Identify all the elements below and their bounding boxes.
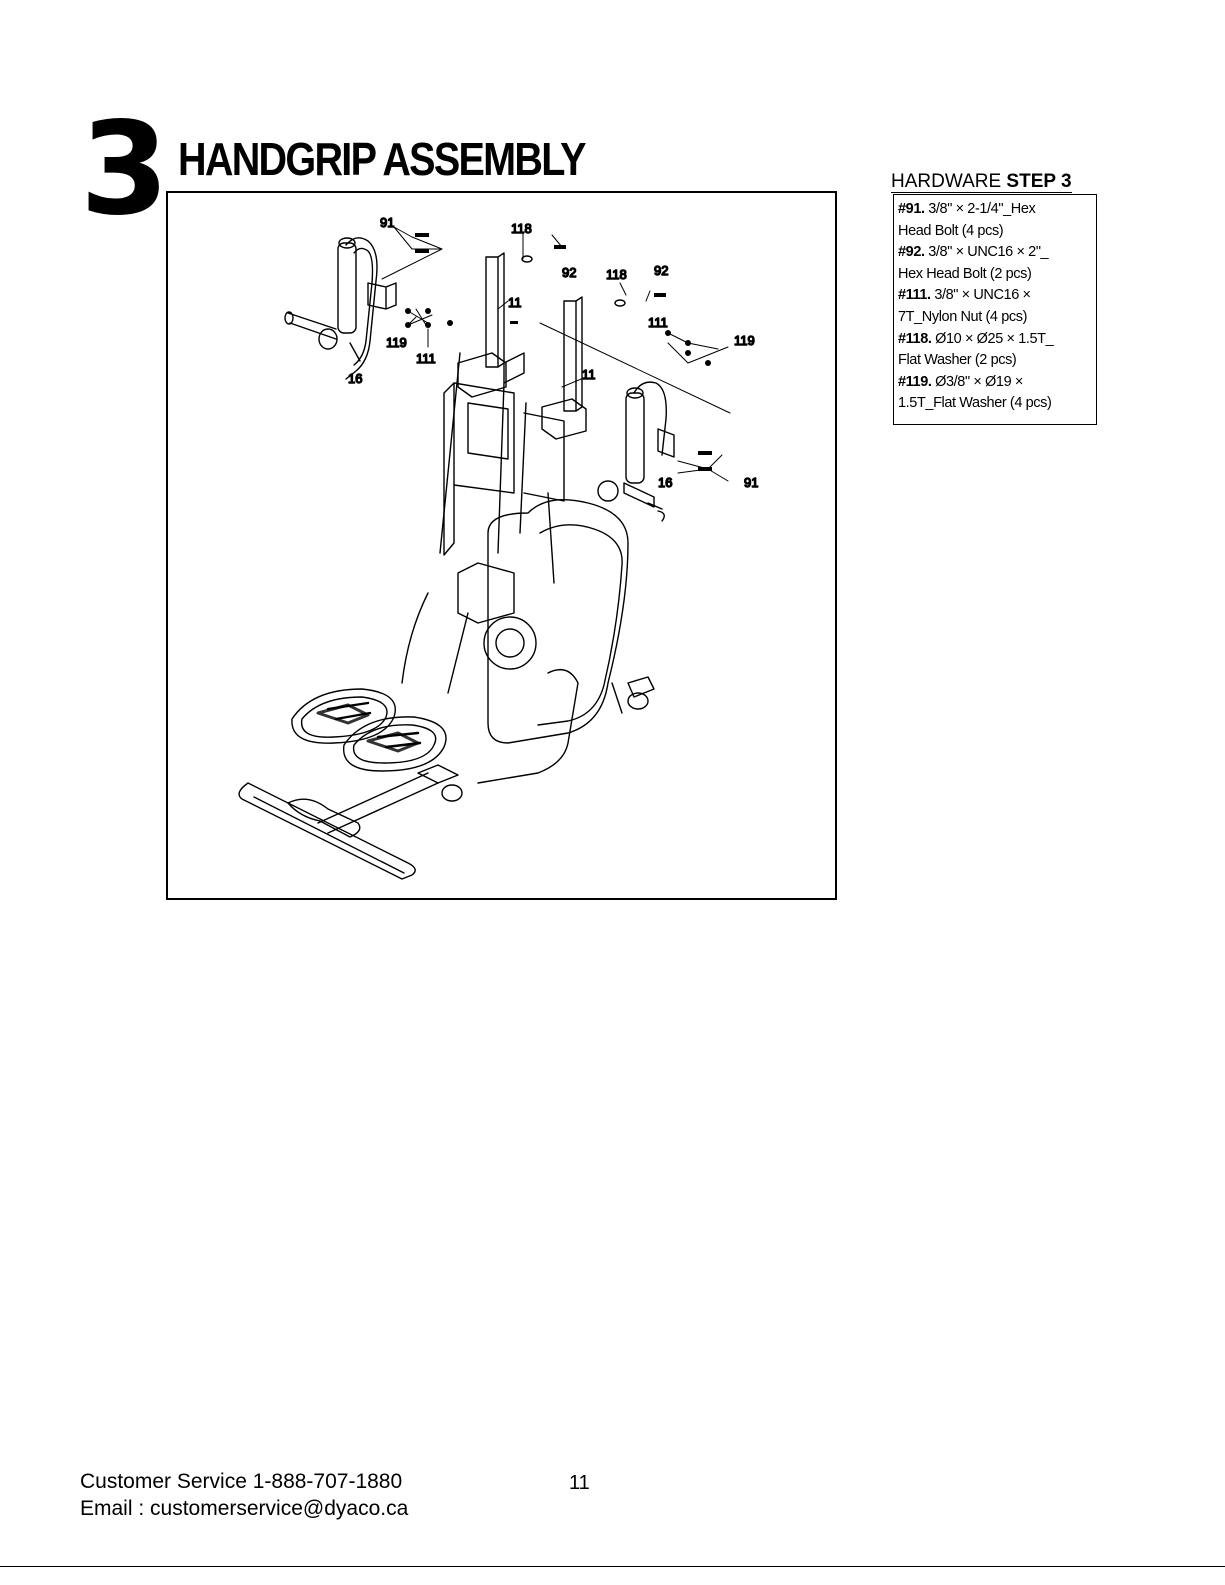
hardware-item: #119. Ø3/8" × Ø19 × 1.5T_Flat Washer (4 … (898, 372, 1092, 415)
hardware-item-description: Ø10 × Ø25 × 1.5T_ Flat Washer (2 pcs) (898, 330, 1054, 369)
step-number: 3 (80, 95, 169, 244)
bottom-rule (0, 1566, 1225, 1567)
upright-arm-parts (439, 252, 587, 584)
page-number: 11 (569, 1472, 590, 1494)
callout-92-left: 92 (562, 265, 576, 280)
step-title: HANDGRIP ASSEMBLY (178, 133, 586, 185)
callout-111-right: 111 (648, 315, 668, 330)
hardware-item: #118. Ø10 × Ø25 × 1.5T_ Flat Washer (2 p… (898, 329, 1092, 372)
hardware-item-number: #111. (898, 287, 931, 304)
callout-labels: 91 118 92 118 92 11 111 119 119 111 11 1… (347, 214, 759, 490)
pedals (291, 688, 447, 772)
hardware-item-description: 3/8" × UNC16 × 7T_Nylon Nut (4 pcs) (898, 287, 1031, 325)
hardware-item-description: 3/8" × 2-1/4"_Hex Head Bolt (4 pcs) (898, 201, 1036, 239)
callout-111-left: 111 (416, 351, 436, 366)
hardware-heading-prefix: HARDWARE (891, 171, 1002, 192)
hardware-marks (405, 233, 712, 471)
hardware-list: #91. 3/8" × 2-1/4"_Hex Head Bolt (4 pcs)… (893, 194, 1097, 425)
right-handgrip-part (597, 381, 675, 522)
callout-92-right: 92 (654, 263, 668, 278)
customer-service-line: Customer Service 1-888-707-1880 (80, 1470, 403, 1493)
email-line: Email : customerservice@dyaco.ca (80, 1497, 409, 1520)
callout-118-right: 118 (606, 267, 627, 282)
hardware-item-description: Ø3/8" × Ø19 × 1.5T_Flat Washer (4 pcs) (898, 373, 1052, 412)
hardware-item-number: #118. (898, 330, 932, 347)
left-handgrip-part (284, 237, 397, 380)
assembly-figure: 91 118 92 118 92 11 111 119 119 111 11 1… (166, 191, 837, 900)
hardware-item: #111. 3/8" × UNC16 × 7T_Nylon Nut (4 pcs… (898, 285, 1092, 328)
hardware-item: #92. 3/8" × UNC16 × 2"_ Hex Head Bolt (2… (898, 242, 1092, 285)
stabilizer (238, 764, 463, 880)
elliptical-exploded-diagram: 91 118 92 118 92 11 111 119 119 111 11 1… (238, 214, 759, 880)
hardware-item-number: #119. (898, 373, 932, 390)
hardware-heading: HARDWARE STEP 3 (891, 172, 1072, 193)
footer-contact: Customer Service 1-888-707-1880 Email : … (80, 1468, 408, 1522)
callout-11-left: 11 (508, 295, 522, 310)
hardware-item-number: #92. (898, 244, 925, 261)
callout-91-left: 91 (380, 215, 394, 230)
callout-16-right: 16 (658, 475, 672, 490)
elliptical-frame (401, 498, 655, 784)
hardware-item: #91. 3/8" × 2-1/4"_Hex Head Bolt (4 pcs) (898, 199, 1092, 242)
callout-16-left: 16 (348, 371, 362, 386)
callout-119-right: 119 (734, 333, 755, 348)
callout-118-left: 118 (511, 221, 532, 236)
callout-91-right: 91 (744, 475, 758, 490)
callout-11-right: 11 (582, 367, 596, 382)
hardware-item-description: 3/8" × UNC16 × 2"_ Hex Head Bolt (2 pcs) (898, 244, 1049, 282)
hardware-heading-step: STEP 3 (1006, 171, 1072, 192)
hardware-item-number: #91. (898, 201, 925, 217)
callout-119-left: 119 (386, 335, 407, 350)
